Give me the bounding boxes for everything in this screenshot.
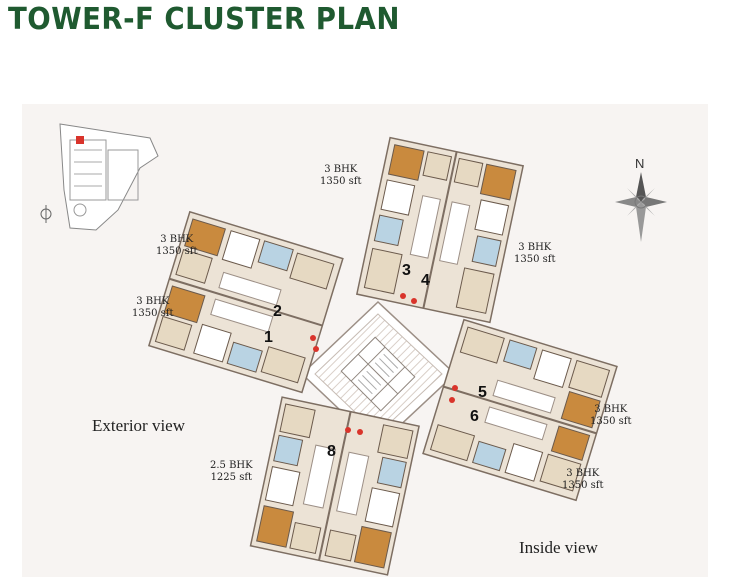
unit-4-type: 3 BHK [518, 242, 552, 253]
page-title: TOWER-F CLUSTER PLAN [8, 2, 400, 37]
unit-3-label: 3 BHK 1350 sft [320, 164, 361, 188]
unit-5-label: 3 BHK 1350 sft [590, 404, 631, 428]
unit-6-type: 3 BHK [566, 468, 600, 479]
unit-number-6: 6 [470, 408, 479, 425]
unit-5-type: 3 BHK [594, 404, 628, 415]
wing-units-5-6 [422, 318, 618, 502]
site-key-plan [40, 123, 159, 231]
unit-8-area: 1225 sft [210, 472, 253, 483]
compass-rose-icon [615, 172, 667, 242]
unit-8-label: 2.5 BHK 1225 sft [210, 460, 253, 484]
unit-3-area: 1350 sft [320, 176, 362, 187]
unit-2-label: 3 BHK 1350 sft [156, 234, 197, 258]
unit-2-type: 3 BHK [160, 234, 194, 245]
exterior-view-label: Exterior view [92, 416, 185, 435]
unit-1-type: 3 BHK [136, 296, 170, 307]
unit-3-type: 3 BHK [324, 164, 358, 175]
unit-4-area: 1350 sft [514, 254, 556, 265]
unit-number-2: 2 [273, 303, 282, 320]
unit-number-5: 5 [478, 384, 487, 401]
unit-1-label: 3 BHK 1350 sft [132, 296, 173, 320]
unit-6-label: 3 BHK 1350 sft [562, 468, 603, 492]
unit-number-3: 3 [402, 262, 411, 279]
unit-number-4: 4 [421, 272, 430, 289]
entry-dots [310, 293, 458, 435]
compass-north-label: N [635, 156, 645, 171]
unit-5-area: 1350 sft [590, 416, 632, 427]
unit-1-area: 1350 sft [132, 308, 174, 319]
unit-6-area: 1350 sft [562, 480, 604, 491]
unit-number-1: 1 [264, 329, 273, 346]
wing-unit-8 [249, 396, 420, 576]
unit-number-8: 8 [327, 443, 336, 460]
wing-units-1-2 [147, 210, 344, 394]
wing-units-3-4 [355, 136, 525, 324]
unit-4-label: 3 BHK 1350 sft [514, 242, 555, 266]
unit-2-area: 1350 sft [156, 246, 198, 257]
unit-8-type: 2.5 BHK [210, 460, 253, 471]
inside-view-label: Inside view [519, 538, 598, 557]
